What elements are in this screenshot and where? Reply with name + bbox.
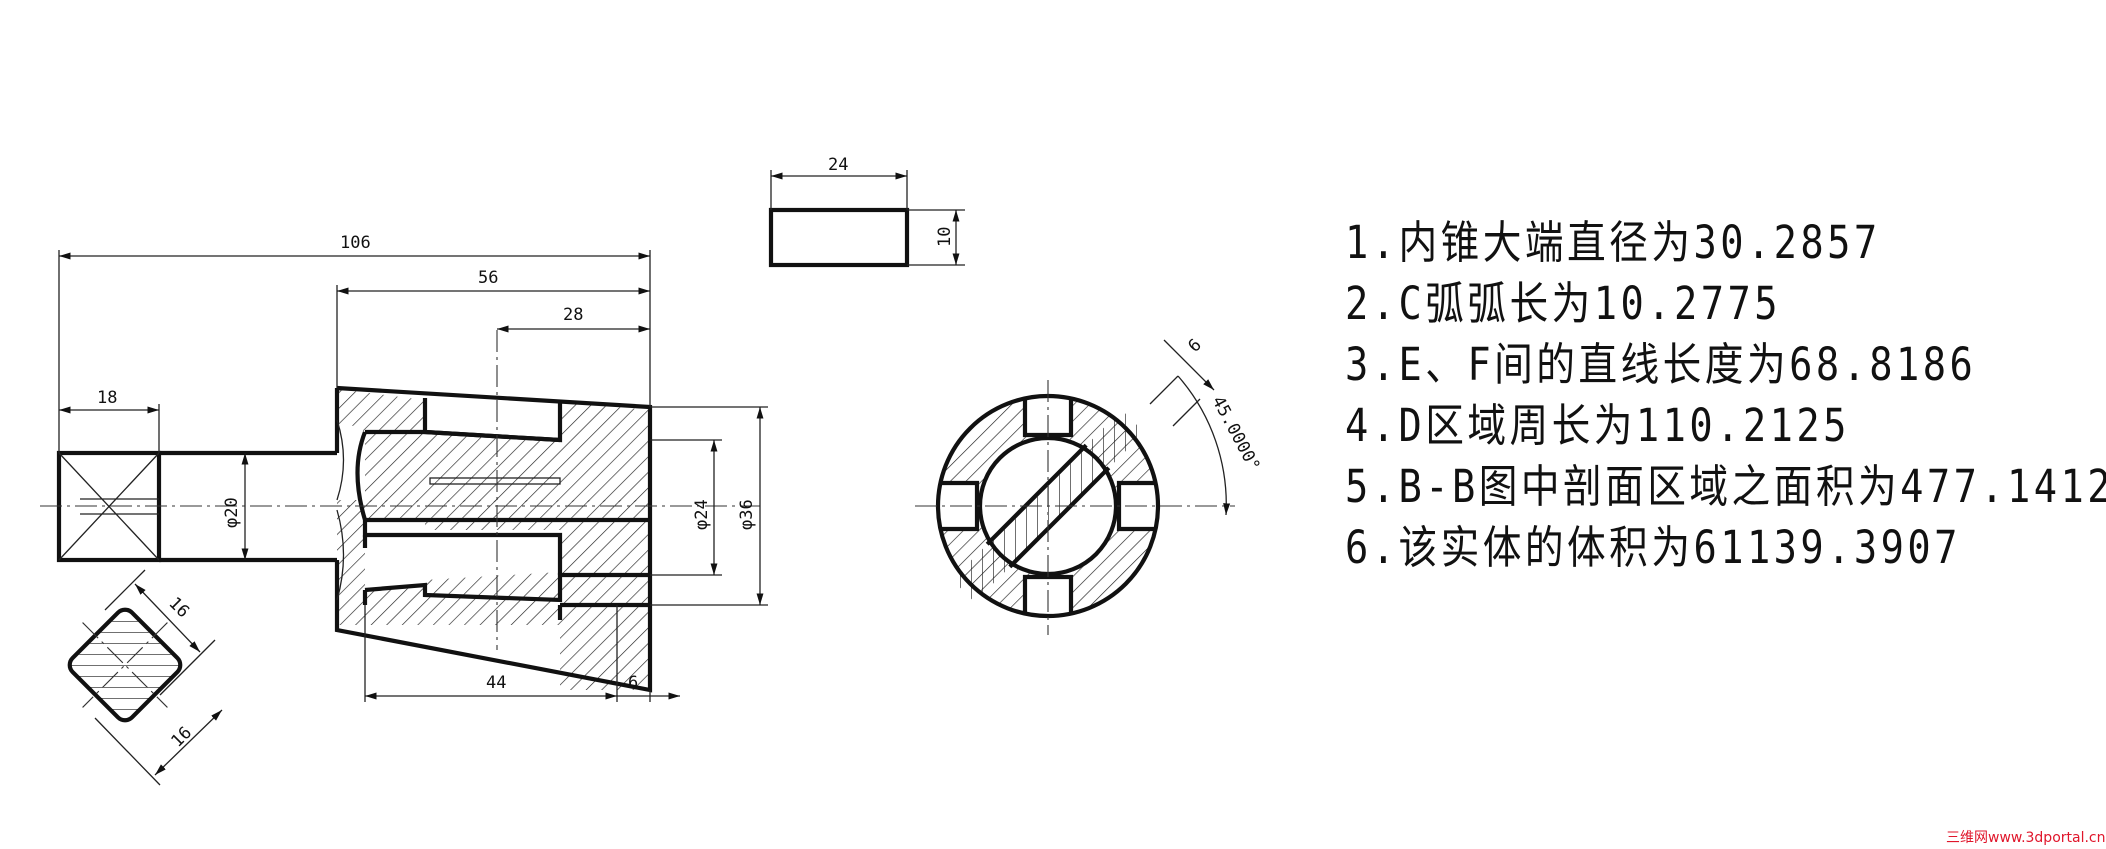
circular-section-view: 6 45.0000° (915, 335, 1264, 635)
note-3: 3.E、F间的直线长度为68.8186 (1345, 338, 1977, 391)
dim-10: 10 (935, 227, 955, 247)
dim-44: 44 (486, 673, 506, 693)
note-2: 2.C弧弧长为10.2775 (1345, 277, 1781, 330)
dim-106: 106 (340, 233, 371, 253)
dim-16b: 16 (167, 723, 196, 752)
dim-56: 56 (478, 268, 498, 288)
watermark-text[interactable]: 三维网www.3dportal.cn (1946, 830, 2106, 846)
note-4: 4.D区域周长为110.2125 (1345, 399, 1850, 452)
dim-phi20: φ20 (222, 497, 242, 528)
dim-16a: 16 (164, 593, 193, 622)
dim-28: 28 (563, 305, 583, 325)
main-view-dimensions: 106 56 28 18 φ20 φ24 φ36 44 6 (58, 233, 768, 702)
square-section-view: 16 16 (67, 569, 223, 786)
dim-6: 6 (628, 673, 638, 693)
notes-block: 1.内锥大端直径为30.2857 2.C弧弧长为10.2775 3.E、F间的直… (1345, 212, 2106, 578)
note-6: 6.该实体的体积为61139.3907 (1345, 521, 1961, 574)
dim-6-slot: 6 (1184, 335, 1205, 356)
dim-phi36: φ36 (737, 499, 757, 530)
dim-24: 24 (828, 155, 848, 175)
dim-phi24: φ24 (692, 499, 712, 530)
note-1: 1.内锥大端直径为30.2857 (1345, 216, 1881, 269)
block-view: 24 10 (768, 155, 965, 268)
dim-18: 18 (97, 388, 117, 408)
dim-45deg: 45.0000° (1208, 393, 1264, 475)
note-5: 5.B-B图中剖面区域之面积为477.1412 (1345, 460, 2106, 513)
